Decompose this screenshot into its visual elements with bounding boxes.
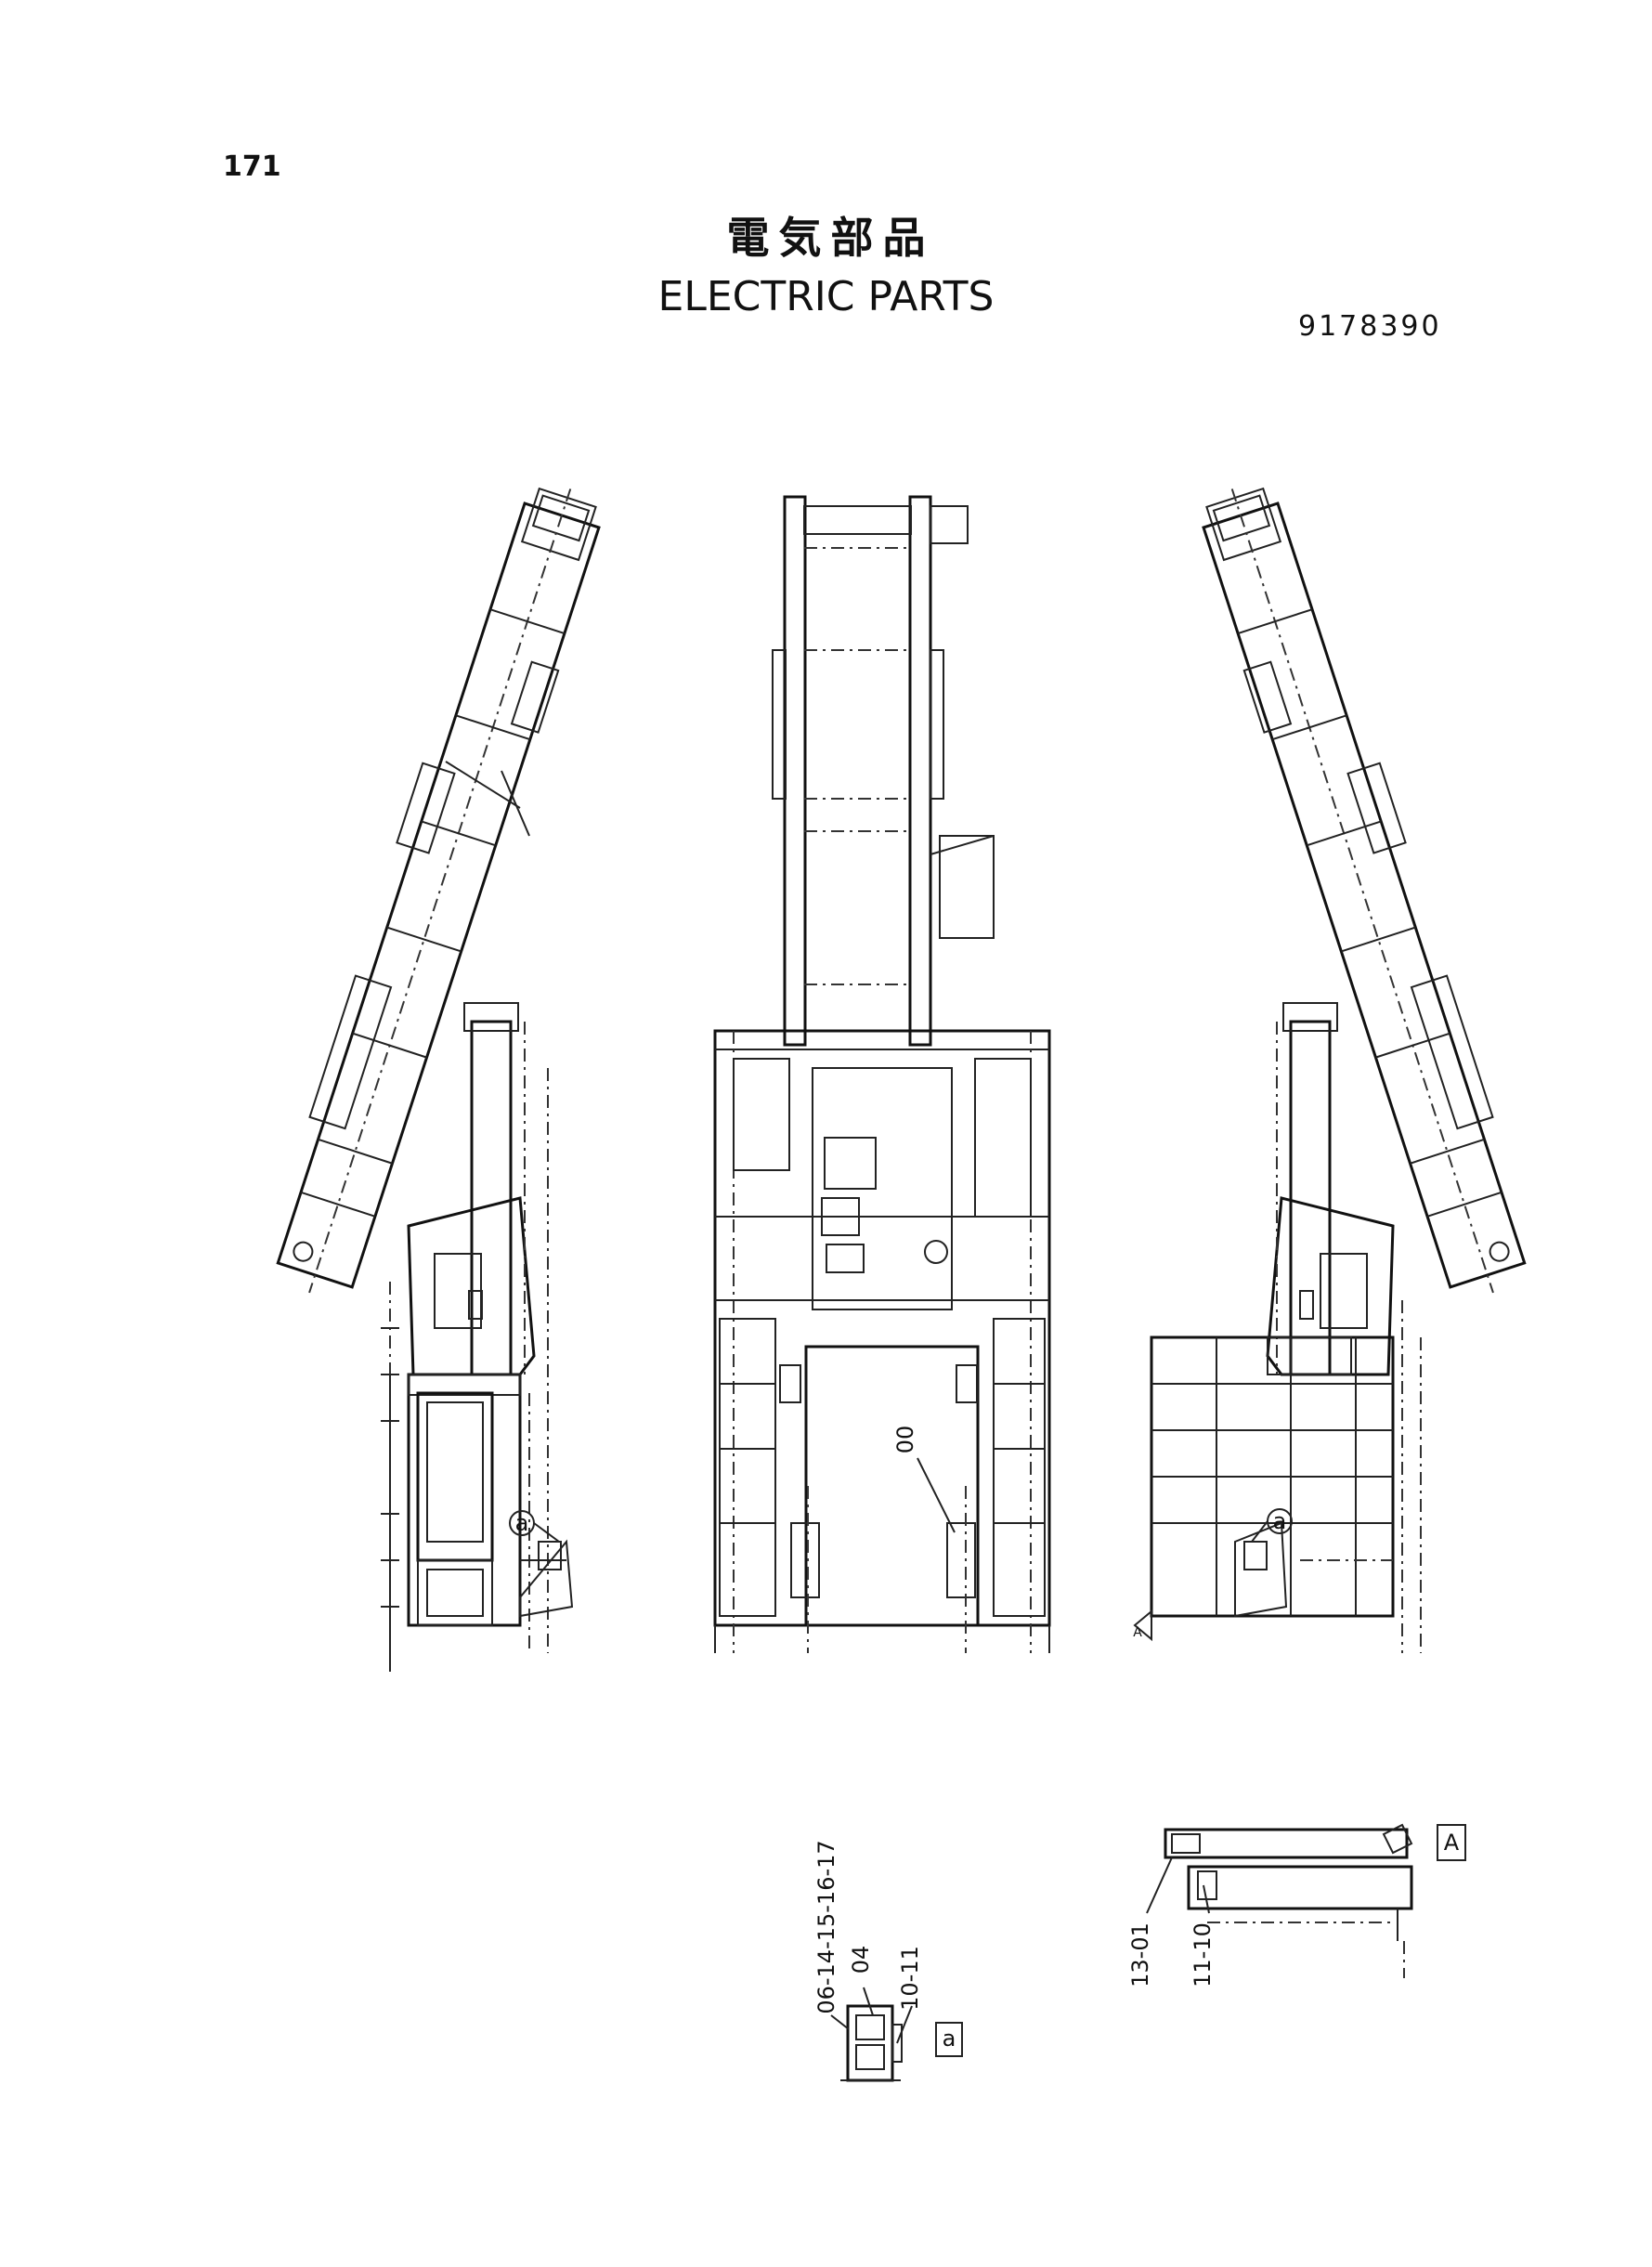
section-a-label: A	[1444, 1830, 1460, 1856]
right-boom-view	[1202, 487, 1527, 1294]
arrow-marker-label: A	[1133, 1625, 1142, 1640]
page-number: 171	[223, 150, 281, 183]
right-frame-view	[1133, 1002, 1422, 1653]
callout-main-frame: 00	[892, 1426, 918, 1454]
callout-detail-a-parts-1: 06-14-15-16-17	[813, 1840, 839, 2013]
detail-a-view	[840, 2004, 903, 2082]
left-frame-view	[381, 1002, 574, 1672]
callout-section-parts-2: 11-10	[1190, 1922, 1216, 1987]
callout-detail-a-parts-2: 04	[848, 1946, 874, 1974]
title-english: ELECTRIC PARTS	[657, 273, 995, 320]
detail-a-label: a	[943, 2026, 956, 2052]
callout-detail-a-parts-3: 10-11	[897, 1946, 923, 2011]
section-a-view	[1164, 1823, 1413, 1978]
title-japanese: 電気部品	[726, 213, 935, 263]
left-boom-view	[276, 487, 601, 1294]
drawing-number: 9178390	[1298, 310, 1442, 343]
callout-section-parts-1: 13-01	[1127, 1922, 1153, 1987]
center-frame-view	[713, 495, 1051, 1653]
detail-a-label-box	[935, 2022, 963, 2057]
detail-marker-right-label: a	[1273, 1508, 1287, 1534]
detail-marker-left-label: a	[515, 1510, 529, 1536]
section-a-label-box	[1437, 1824, 1466, 1861]
